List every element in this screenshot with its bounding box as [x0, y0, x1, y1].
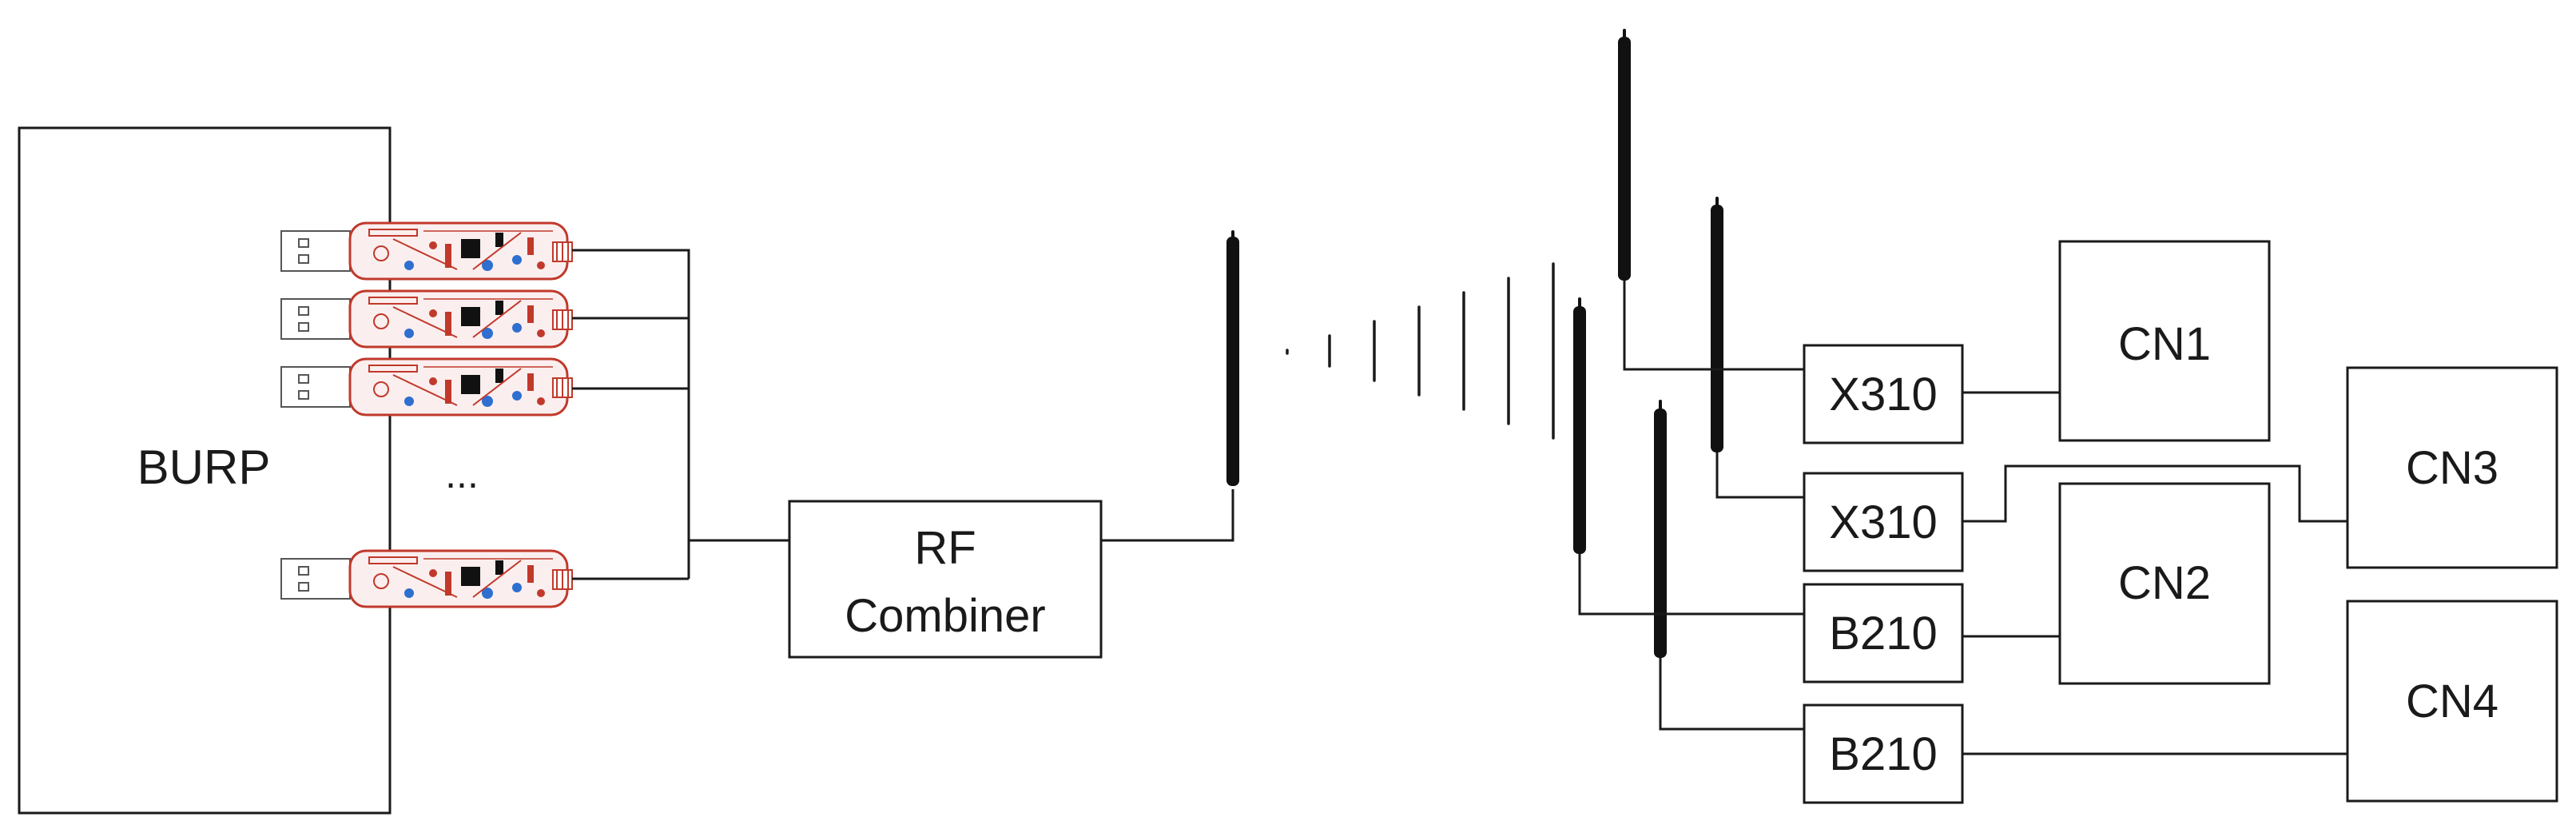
rf-combiner-label-line2: Combiner — [845, 590, 1045, 642]
radio-wave-icon — [1286, 262, 1555, 440]
cn-box-cn3 — [2346, 366, 2558, 569]
combiner-to-antenna-cable — [1101, 489, 1234, 542]
rf-combiner-label-line1: RF — [914, 522, 976, 574]
radio-to-node-cable — [1962, 464, 2347, 523]
usb-dongle-icon — [280, 221, 574, 281]
cn-box-cn2 — [2058, 482, 2271, 685]
antenna-cable — [1715, 452, 1804, 499]
antenna-icon — [1618, 29, 1631, 281]
antenna-cable — [1578, 554, 1804, 616]
cn-box-cn4 — [2346, 600, 2558, 803]
radio-box-b210-1 — [1803, 583, 1964, 684]
cn-label: CN2 — [2118, 557, 2211, 609]
antenna-icon — [1226, 230, 1239, 486]
burp-label: BURP — [137, 440, 271, 494]
radio-label: B210 — [1829, 608, 1937, 660]
antenna-icon — [1654, 400, 1667, 658]
antenna-icon — [1711, 197, 1723, 452]
cn-label: CN1 — [2118, 318, 2211, 370]
usb-dongle-icon — [280, 549, 574, 608]
cn-label: CN4 — [2406, 676, 2498, 727]
radio-label: X310 — [1829, 369, 1937, 420]
dongle-cable — [572, 249, 690, 579]
antenna-icon — [1573, 297, 1586, 554]
rf-combiner-box — [788, 500, 1103, 659]
cn-box-cn1 — [2058, 240, 2271, 442]
radio-label: X310 — [1829, 496, 1937, 548]
radio-label: B210 — [1829, 728, 1937, 780]
usb-dongle-icon — [280, 289, 574, 349]
cn-label: CN3 — [2406, 442, 2498, 494]
antenna-cable — [1659, 658, 1804, 731]
usb-dongle-icon — [280, 357, 574, 416]
radio-box-x310-1 — [1803, 344, 1964, 444]
radio-box-x310-2 — [1803, 472, 1964, 572]
radio-box-b210-2 — [1803, 703, 1964, 804]
ellipsis-label: ... — [445, 452, 479, 496]
antenna-cable — [1623, 281, 1804, 371]
